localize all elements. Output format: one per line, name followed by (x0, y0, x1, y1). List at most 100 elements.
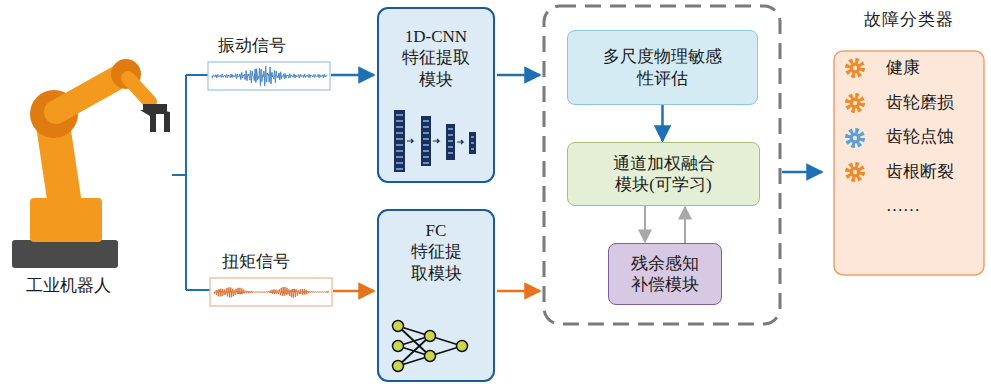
cnn-cell (423, 150, 429, 152)
torque-signal-box (210, 278, 332, 306)
cnn-cell (471, 136, 474, 138)
node-text: FC 特征提 取模块 (405, 220, 466, 284)
node-text: 多尺度物理敏感 性评估 (599, 46, 727, 89)
torque-waveform (214, 287, 329, 298)
flow-arrow (782, 171, 822, 174)
fault-class: 齿轮点蚀 (834, 120, 984, 155)
cnn-arrow (433, 139, 439, 143)
robot-base (12, 240, 118, 268)
cnn-cell (423, 162, 429, 164)
feature-module: FC 特征提 取模块 (378, 210, 494, 381)
cnn-icon (394, 110, 476, 172)
cnn-cell (396, 162, 403, 164)
feedback-arrow (644, 206, 646, 242)
fc-neuron (393, 361, 404, 372)
feedback-arrow (684, 207, 686, 243)
cnn-cell (396, 150, 403, 152)
process-box: 多尺度物理敏感 性评估 (567, 30, 758, 105)
module-box-fill (378, 210, 494, 381)
gear-body (850, 167, 861, 178)
signal-wire (172, 75, 210, 290)
robot-gripper (140, 110, 170, 132)
cnn-cell (423, 138, 429, 140)
flow-arrow (497, 74, 540, 77)
cnn-cell (396, 132, 403, 134)
cnn-cell (448, 152, 453, 154)
cnn-cell (423, 120, 429, 122)
cnn-cell (471, 142, 474, 144)
gear-icons (848, 61, 863, 180)
signal-name: 扭矩信号 (222, 252, 290, 272)
fault-class: 齿轮磨损 (834, 86, 984, 121)
cnn-cell (448, 140, 453, 142)
gear-body (850, 63, 861, 74)
gear-hole (853, 101, 857, 105)
fc-neuron (393, 321, 404, 332)
node-text: 1D-CNN 特征提取 模块 (400, 26, 471, 90)
cnn-cell (471, 148, 474, 150)
fc-neuron (425, 351, 436, 362)
cnn-layer (446, 124, 455, 160)
gear-hole (853, 136, 857, 140)
cnn-cell (396, 114, 403, 116)
fault-class: 齿根断裂 (834, 155, 984, 190)
gear-teeth (848, 61, 863, 76)
cnn-cell (423, 144, 429, 146)
robot-gripper (143, 104, 167, 112)
cnn-arrow (457, 140, 463, 144)
cnn-cell (423, 156, 429, 158)
cnn-cell (448, 134, 453, 136)
fc-icon (393, 321, 468, 372)
gear-teeth (848, 165, 863, 180)
process-box: 残余感知 补偿模块 (608, 243, 722, 305)
feature-module: 1D-CNN 特征提取 模块 (378, 8, 494, 182)
gear-teeth (848, 96, 863, 111)
cnn-cell (396, 138, 403, 140)
fault-class: 健康 (834, 51, 984, 86)
cnn-cell (396, 144, 403, 146)
cnn-layer (394, 110, 405, 172)
flow-arrow (333, 290, 374, 293)
gear-body (850, 133, 861, 144)
cnn-layer (421, 116, 431, 166)
vibration-waveform (212, 66, 327, 86)
cnn-arrow (407, 139, 413, 143)
node-text: 通道加权融合 模块(可学习) (604, 153, 723, 196)
cnn-cell (396, 168, 403, 170)
node-text: 残余感知 补偿模块 (623, 253, 708, 296)
flow-arrow (661, 105, 664, 141)
cnn-cell (448, 128, 453, 130)
fc-neuron (425, 331, 436, 342)
fault-class: …… (834, 189, 984, 224)
robot-wrist (128, 78, 150, 102)
gear-teeth (848, 131, 863, 146)
signal-name: 振动信号 (218, 36, 286, 56)
flow-arrow (331, 74, 374, 77)
cnn-cell (396, 156, 403, 158)
fc-neuron (393, 341, 404, 352)
vibration-signal-box (208, 62, 330, 90)
gear-body (850, 98, 861, 109)
device-name: 工业机器人 (26, 276, 111, 296)
cnn-layer (469, 132, 476, 154)
flow-arrow (497, 290, 540, 293)
cnn-cell (423, 132, 429, 134)
fc-link (398, 336, 430, 366)
fc-neuron (457, 341, 468, 352)
gear-hole (853, 66, 857, 70)
dashed-region (544, 6, 780, 324)
process-box: 通道加权融合 模块(可学习) (567, 142, 760, 206)
classifier-heading: 故障分类器 (834, 9, 984, 30)
classifier-box: 故障分类器健康齿轮磨损齿轮点蚀齿根断裂…… (834, 51, 984, 275)
cnn-cell (396, 126, 403, 128)
gear-hole (853, 170, 857, 174)
robot-illustration (12, 59, 170, 268)
cnn-cell (448, 146, 453, 148)
classifier-box-fill (834, 51, 984, 275)
module-box-fill (378, 8, 494, 182)
cnn-cell (396, 120, 403, 122)
cnn-cell (423, 126, 429, 128)
